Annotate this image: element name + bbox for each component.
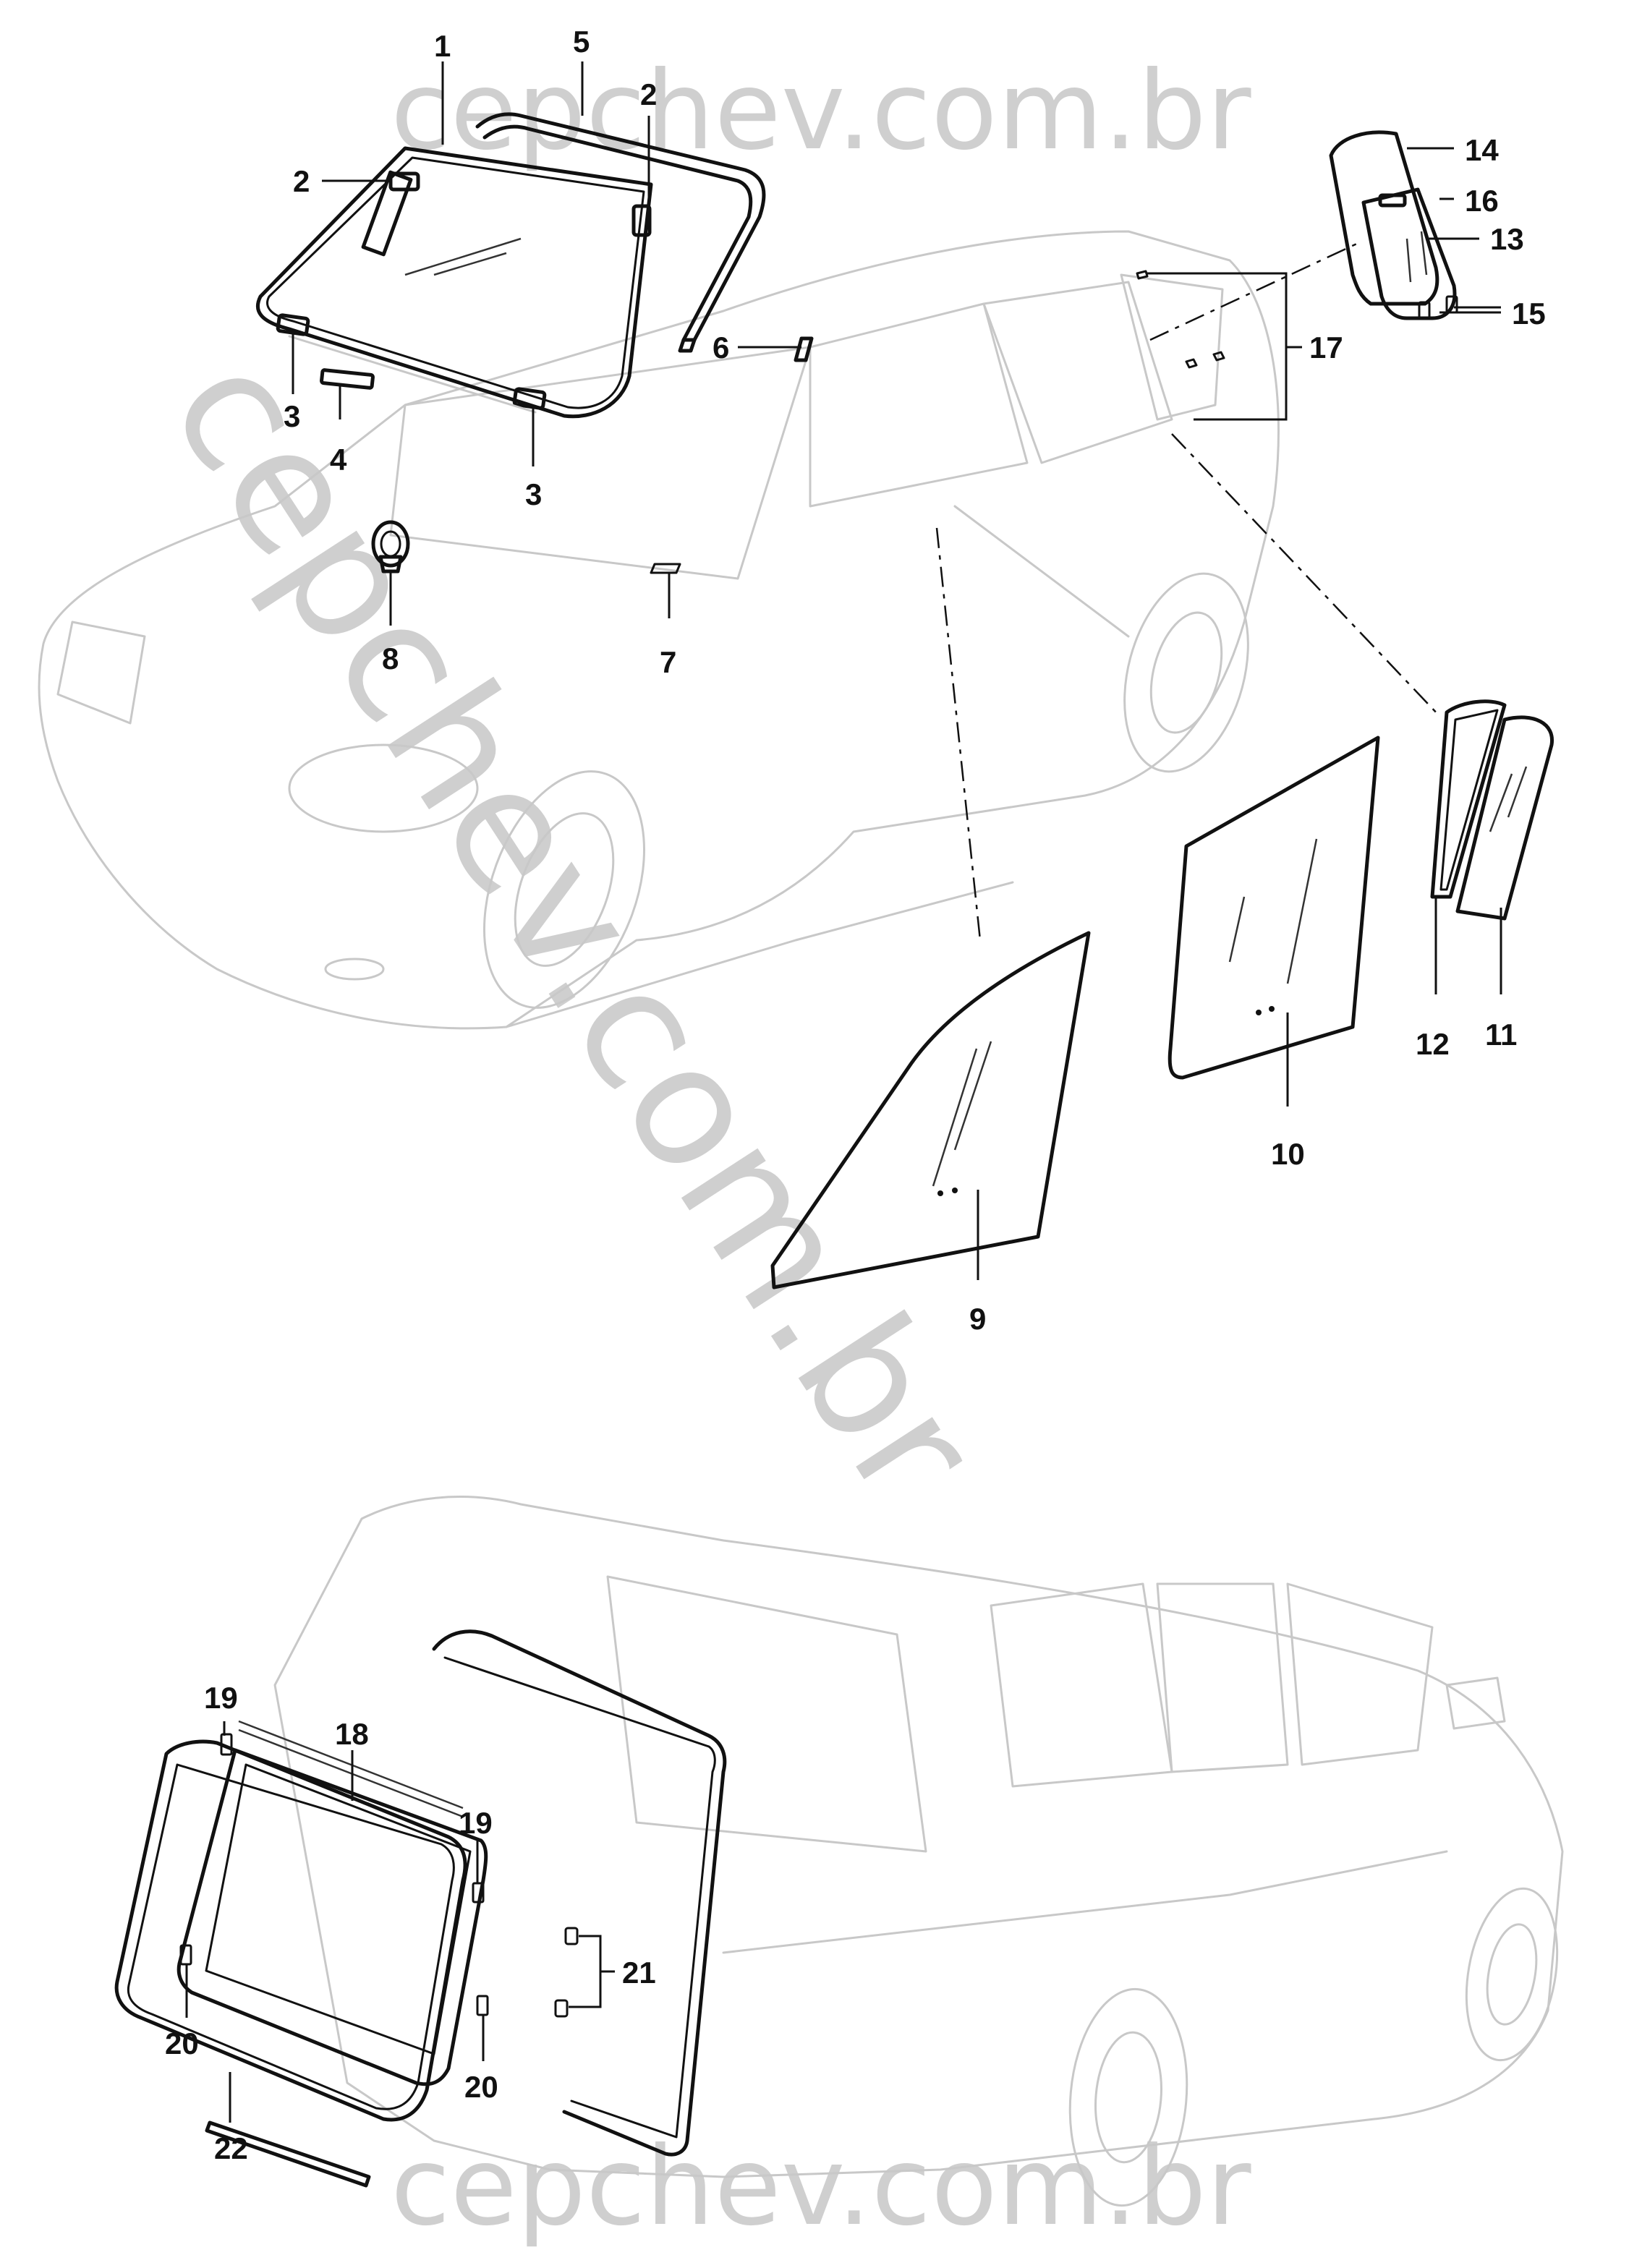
callout-5: 5 [573, 25, 590, 59]
callout-4: 4 [330, 443, 347, 477]
watermark-top: cepchev.com.br [391, 48, 1251, 174]
front-door-glass [770, 931, 1091, 1289]
watermark-bottom: cepchev.com.br [391, 2124, 1251, 2250]
leader-lines [185, 61, 1502, 2123]
mirror-bracket-part-8 [371, 520, 410, 574]
rear-glass-clips-part-21 [554, 1927, 579, 2018]
fasteners-part-17 [1136, 270, 1225, 369]
callout-14: 14 [1465, 133, 1499, 167]
callout-labels: 1 5 2 2 3 4 3 6 7 8 9 10 11 12 14 16 13 … [165, 25, 1546, 2165]
windshield-clip-3-left [276, 313, 310, 336]
callout-16: 16 [1465, 184, 1499, 218]
callout-12: 12 [1416, 1027, 1450, 1061]
callout-8: 8 [382, 641, 399, 675]
callout-11: 11 [1485, 1018, 1517, 1052]
callout-13: 13 [1490, 222, 1524, 256]
callout-6: 6 [713, 331, 729, 364]
callout-2-top: 2 [640, 77, 657, 111]
rear-glass-clip-part-20-right [476, 1995, 489, 2016]
callout-2-left: 2 [293, 164, 310, 198]
callout-3-left: 3 [284, 399, 300, 433]
rear-glass-molding-part-22 [114, 1739, 467, 2122]
rear-glass-part-18 [176, 1720, 488, 2086]
callout-20-left: 20 [165, 2026, 199, 2060]
quarter-glass-frame-part-14 [1329, 130, 1439, 306]
windshield [255, 146, 653, 419]
callout-9: 9 [969, 1302, 986, 1336]
rear-door-glass [1167, 736, 1380, 1080]
callout-1: 1 [434, 29, 451, 63]
callout-19-right: 19 [459, 1806, 493, 1840]
vehicle-outline-rear [273, 1496, 1564, 2207]
windshield-lower-line [288, 335, 537, 414]
callout-22: 22 [214, 2131, 248, 2165]
watermark-diagonal: cepchev.com.br [133, 322, 1014, 1533]
vehicle-outline-front [38, 230, 1280, 1030]
quarter-window-frame-part-12 [1430, 699, 1507, 899]
callout-19-left: 19 [204, 1681, 238, 1715]
windshield-molding [475, 112, 766, 353]
callout-15: 15 [1512, 297, 1546, 331]
callout-21: 21 [622, 1956, 656, 1990]
tailgate-seal [432, 1629, 727, 2157]
windshield-clip-2-right [631, 204, 652, 237]
callout-20-right: 20 [464, 2070, 498, 2104]
quarter-glass-part-11 [1455, 715, 1554, 921]
callout-10: 10 [1271, 1137, 1305, 1171]
callout-3-right: 3 [525, 477, 542, 511]
callout-17: 17 [1309, 331, 1343, 364]
rear-glass-clip-part-19-left [220, 1733, 233, 1756]
quarter-glass-seal-part-16 [1378, 193, 1407, 208]
clip-part-6 [794, 336, 814, 362]
callout-18: 18 [335, 1717, 369, 1751]
windshield-spacer-4 [320, 368, 375, 390]
clip-part-7 [650, 563, 681, 574]
quarter-glass-part-13 [1361, 187, 1457, 320]
rear-glass-lower-strip [205, 2120, 371, 2188]
callout-7: 7 [660, 645, 676, 679]
windshield-clip-3-right [512, 387, 547, 410]
relation-lines [935, 241, 1440, 941]
